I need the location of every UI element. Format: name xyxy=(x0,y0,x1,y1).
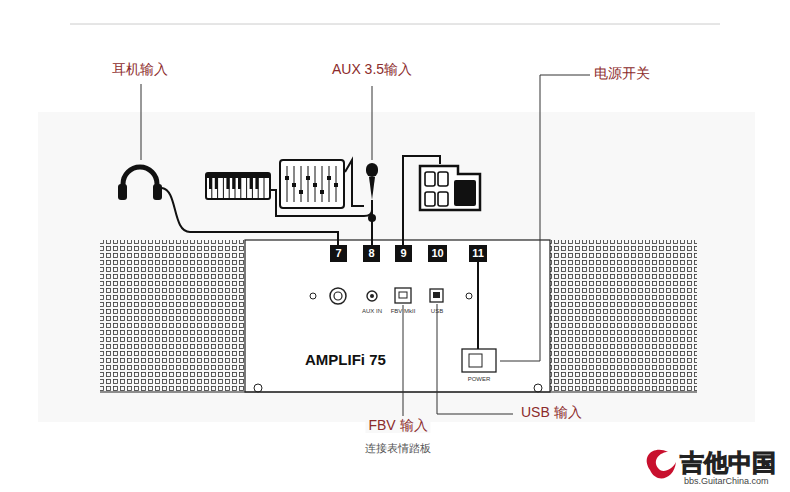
screw xyxy=(254,384,262,392)
headphones-cup xyxy=(153,184,162,200)
aux-jack-inner xyxy=(370,294,374,298)
fbv-port-inner xyxy=(399,292,407,298)
grill-right xyxy=(550,240,697,392)
usb-port xyxy=(430,289,443,302)
phones-jack xyxy=(330,288,346,304)
port-label: POWER xyxy=(468,376,491,383)
callout-number: 9 xyxy=(395,245,412,262)
watermark: bbs.GuitarChina.com xyxy=(684,477,769,487)
mixer-cable xyxy=(345,160,364,206)
power-wire xyxy=(477,262,479,349)
callout-text: 7 xyxy=(335,248,341,259)
callout-text: 8 xyxy=(368,248,374,259)
callout-label: 耳机输入 xyxy=(112,62,168,77)
phones-jack-inner xyxy=(334,292,342,300)
keyboard xyxy=(206,173,270,199)
aux-cable xyxy=(371,200,373,245)
headphones xyxy=(123,167,157,196)
callout-label: AUX 3.5输入 xyxy=(332,62,412,77)
microphone xyxy=(366,163,378,200)
fbv-pedal xyxy=(420,166,480,210)
callout-number: 8 xyxy=(363,245,380,262)
callout-number: 7 xyxy=(330,245,347,262)
callout-text: 9 xyxy=(400,248,406,259)
fbv-port xyxy=(395,288,411,303)
callout-label: FBV 输入 xyxy=(365,418,430,433)
port-label: AUX IN xyxy=(362,308,382,315)
callout-text: 11 xyxy=(472,248,484,259)
watermark-logo xyxy=(647,450,676,479)
usb-port-inner xyxy=(433,292,440,298)
power-switch xyxy=(462,349,496,372)
port-label: USB xyxy=(431,308,443,315)
grill-left xyxy=(100,240,245,392)
callout-label: 电源开关 xyxy=(594,66,650,81)
brand-name: AMPLIFi 75 xyxy=(305,352,386,369)
callout-label: 连接表情踏板 xyxy=(365,442,431,454)
callout-number: 10 xyxy=(428,245,447,262)
callout-label: USB 输入 xyxy=(518,405,585,420)
screw xyxy=(534,384,542,392)
cable-junction xyxy=(368,214,376,222)
leader-lines xyxy=(141,75,590,416)
callout-text: 10 xyxy=(431,248,443,259)
rear-panel xyxy=(245,240,550,392)
panel-base xyxy=(100,391,697,392)
power-rocker xyxy=(469,354,482,367)
headphones-cup xyxy=(118,184,127,200)
watermark: 吉他中国 xyxy=(680,450,776,476)
ground-panel xyxy=(38,112,755,422)
screw xyxy=(310,293,316,299)
port-label: FBV MkII xyxy=(391,308,416,315)
mixer xyxy=(280,160,344,208)
screw xyxy=(466,293,472,299)
top-rule xyxy=(70,24,720,25)
aux-jack xyxy=(367,291,377,301)
callout-number: 11 xyxy=(469,245,487,262)
